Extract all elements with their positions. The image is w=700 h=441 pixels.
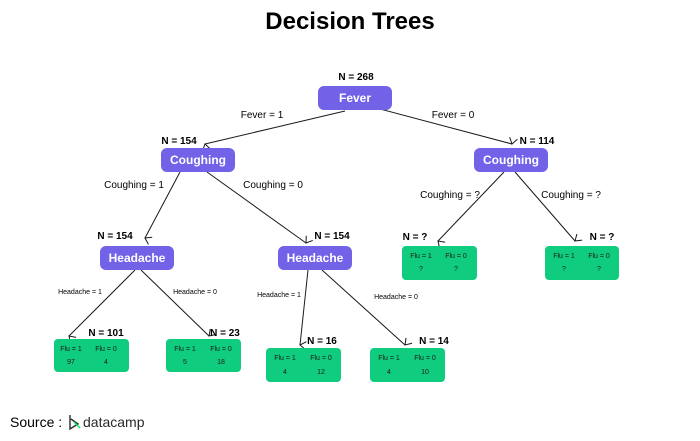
leaf-lr2-head-flu0: Flu = 0 <box>414 355 436 362</box>
leaf-ll2-val-flu1: 5 <box>183 359 187 366</box>
source-label: Source : <box>10 414 62 430</box>
leaf-r1: N = ? Flu = 1 Flu = 0 ? ? <box>402 232 477 280</box>
node-left-left: N = 154 Headache <box>97 231 174 270</box>
leaf-r2-val-flu1: ? <box>562 266 566 273</box>
leaf-ll1-count: N = 101 <box>88 328 124 339</box>
edge-label-left-left: Coughing = 1 <box>104 180 164 191</box>
page-title: Decision Trees <box>265 8 434 35</box>
edge-label-left-right: Coughing = 0 <box>243 180 303 191</box>
leaf-ll1-head-flu1: Flu = 1 <box>60 346 82 353</box>
leaf-lr2-count: N = 14 <box>419 336 449 347</box>
leaf-r1-head-flu0: Flu = 0 <box>445 253 467 260</box>
leaf-ll1-head-flu0: Flu = 0 <box>95 346 117 353</box>
edge-label-root-right: Fever = 0 <box>432 110 475 121</box>
leaf-lr2: N = 14 Flu = 1 Flu = 0 4 10 <box>370 336 449 382</box>
leaf-r2-head-flu1: Flu = 1 <box>553 253 575 260</box>
leaf-ll2-box <box>166 339 241 372</box>
edge-lr-left <box>299 269 309 350</box>
leaf-r2-box <box>545 246 619 280</box>
node-right: N = 114 Coughing <box>474 136 555 172</box>
node-root-label: Fever <box>339 91 371 105</box>
leaf-r2-val-flu0: ? <box>597 266 601 273</box>
node-left-left-box <box>100 246 174 270</box>
leaf-ll2-head-flu0: Flu = 0 <box>210 346 232 353</box>
node-left-count: N = 154 <box>161 136 197 147</box>
node-left: N = 154 Coughing <box>161 136 235 172</box>
edge-right-right <box>514 171 583 242</box>
edge-ll-right <box>140 269 217 337</box>
edge-label-right-right: Coughing = ? <box>541 190 601 201</box>
node-left-box <box>161 148 235 172</box>
edge-label-right-left: Coughing = ? <box>420 190 480 201</box>
node-right-label: Coughing <box>483 153 539 167</box>
edge-root-right <box>379 108 518 145</box>
node-root-count: N = 268 <box>338 72 374 83</box>
leaf-r1-val-flu1: ? <box>419 266 423 273</box>
datacamp-logo-text: datacamp <box>83 414 145 430</box>
node-left-right: N = 154 Headache <box>278 231 352 270</box>
node-right-count: N = 114 <box>520 136 555 147</box>
leaf-r2-count: N = ? <box>590 232 615 243</box>
edge-left-right <box>206 171 313 244</box>
leaf-ll1-val-flu1: 97 <box>67 359 75 366</box>
leaf-ll2-head-flu1: Flu = 1 <box>174 346 196 353</box>
leaf-ll2-count: N = 23 <box>210 328 240 339</box>
leaf-lr1: N = 16 Flu = 1 Flu = 0 4 12 <box>266 336 341 382</box>
edge-root-left <box>202 110 346 151</box>
edges <box>68 108 583 350</box>
leaf-r1-box <box>402 246 477 280</box>
node-left-left-count: N = 154 <box>97 231 133 242</box>
leaf-r1-val-flu0: ? <box>454 266 458 273</box>
edge-left-left <box>144 171 181 245</box>
edge-label-root-left: Fever = 1 <box>241 110 284 121</box>
node-left-label: Coughing <box>170 153 226 167</box>
edge-label-lr-right: Headache = 0 <box>374 294 418 301</box>
node-left-right-label: Headache <box>287 251 344 265</box>
leaf-r1-count: N = ? <box>403 232 428 243</box>
leaf-ll1-box <box>54 339 129 372</box>
leaf-lr1-count: N = 16 <box>307 336 337 347</box>
leaf-lr2-box <box>370 348 445 382</box>
leaf-lr1-val-flu0: 12 <box>317 369 325 376</box>
leaf-lr1-val-flu1: 4 <box>283 369 287 376</box>
leaf-lr2-val-flu1: 4 <box>387 369 391 376</box>
datacamp-logo: datacamp <box>69 414 145 431</box>
node-root: N = 268 Fever <box>318 72 392 110</box>
edge-lr-right <box>321 269 413 346</box>
edge-label-ll-left: Headache = 1 <box>58 289 102 296</box>
leaf-r1-head-flu1: Flu = 1 <box>410 253 432 260</box>
node-left-right-box <box>278 246 352 270</box>
edge-ll-left <box>68 269 136 344</box>
leaf-r2: N = ? Flu = 1 Flu = 0 ? ? <box>545 232 619 280</box>
leaf-r2-head-flu0: Flu = 0 <box>588 253 610 260</box>
leaf-ll2: N = 23 Flu = 1 Flu = 0 5 18 <box>166 328 241 372</box>
node-left-left-label: Headache <box>109 251 166 265</box>
edge-label-ll-right: Headache = 0 <box>173 289 217 296</box>
leaf-lr2-val-flu0: 10 <box>421 369 429 376</box>
leaf-ll1: N = 101 Flu = 1 Flu = 0 97 4 <box>54 328 129 372</box>
leaf-ll2-val-flu0: 18 <box>217 359 225 366</box>
leaf-ll1-val-flu0: 4 <box>104 359 108 366</box>
edge-label-lr-left: Headache = 1 <box>257 292 301 299</box>
datacamp-logo-icon <box>69 415 81 431</box>
leaf-lr1-head-flu0: Flu = 0 <box>310 355 332 362</box>
leaf-lr1-box <box>266 348 341 382</box>
node-root-box <box>318 86 392 110</box>
node-left-right-count: N = 154 <box>314 231 350 242</box>
leaf-lr1-head-flu1: Flu = 1 <box>274 355 296 362</box>
leaf-lr2-head-flu1: Flu = 1 <box>378 355 400 362</box>
node-right-box <box>474 148 548 172</box>
edge-right-left <box>437 171 505 249</box>
